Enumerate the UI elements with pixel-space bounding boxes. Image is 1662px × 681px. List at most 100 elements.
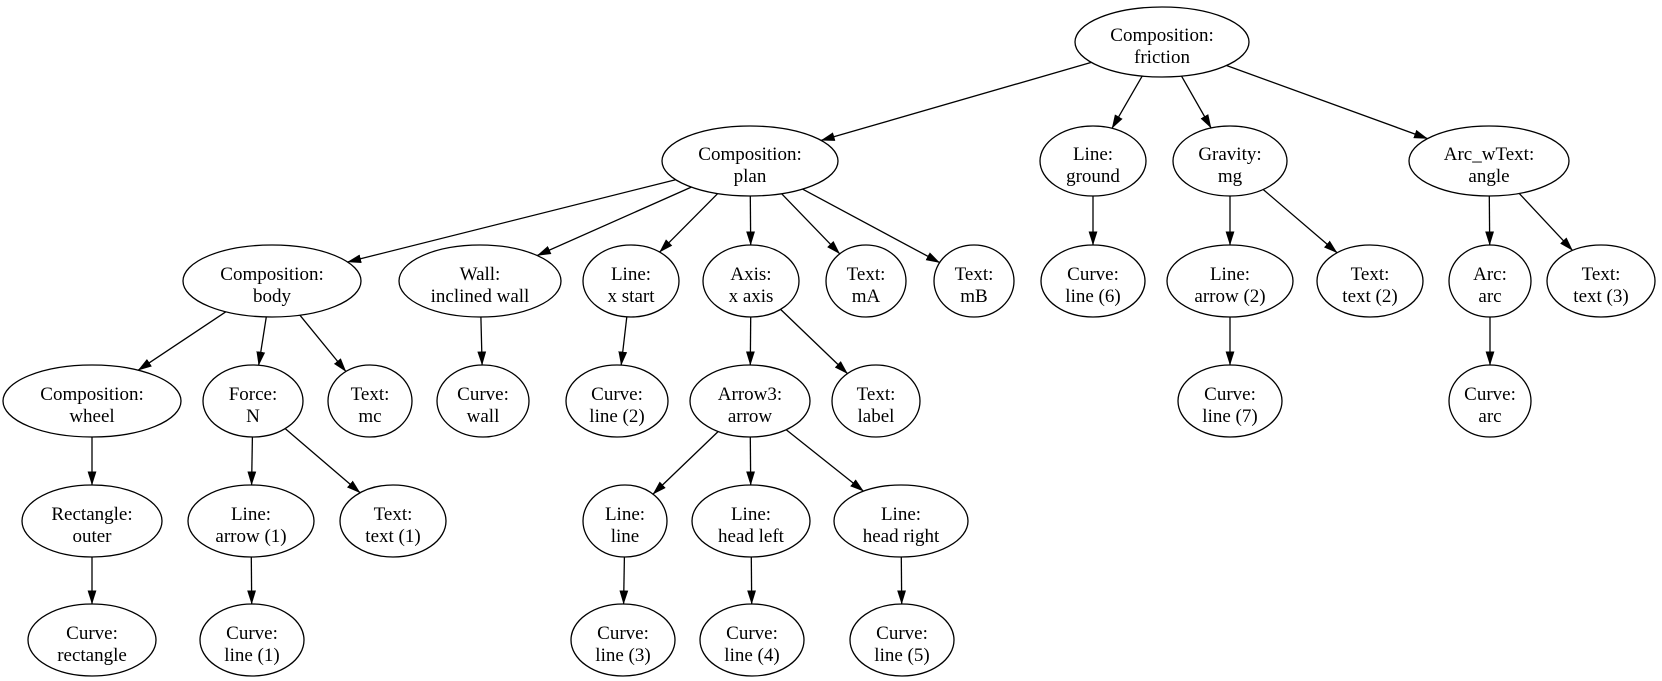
node-line-arrow-2: Line:arrow (2) [1166, 244, 1294, 318]
node-ellipse [702, 244, 800, 318]
edge-force-N-to-line-arrow-1 [247, 436, 257, 486]
node-label: Curve:wall [457, 384, 509, 427]
node-label: Arc:arc [1473, 264, 1507, 307]
node-ellipse [1448, 244, 1532, 318]
node-label: Composition:body [220, 264, 323, 307]
node-label: Line:head left [718, 504, 785, 547]
node-label: Text:text (2) [1342, 264, 1397, 307]
node-text-text-1: Text:text (1) [339, 484, 447, 558]
node-text-text-2: Text:text (2) [1316, 244, 1424, 318]
node-ellipse [691, 484, 811, 558]
edge-friction-to-ground [1111, 75, 1143, 129]
node-wall: Wall:inclined wall [398, 244, 562, 318]
node-ellipse [398, 244, 562, 318]
node-layer: Composition:frictionComposition:planLine… [2, 6, 1656, 677]
node-label: Composition:plan [698, 144, 801, 187]
node-ellipse [1546, 244, 1656, 318]
edge-angle-to-text-text-3 [1518, 192, 1573, 251]
node-gravity-mg: Gravity:mg [1172, 125, 1288, 197]
node-label: Curve:line (2) [589, 384, 644, 427]
node-label: Text:label [857, 384, 896, 427]
node-curve-line-1: Curve:line (1) [199, 603, 305, 677]
edge-x-axis-to-text-label [780, 308, 848, 375]
edge-friction-to-plan [820, 61, 1092, 142]
node-ellipse [1074, 6, 1250, 78]
edge-gravity-mg-to-text-text-2 [1262, 189, 1338, 254]
node-curve-line-5: Curve:line (5) [849, 603, 955, 677]
node-ellipse [570, 603, 676, 677]
node-ellipse [565, 364, 669, 438]
node-ellipse [849, 603, 955, 677]
node-ellipse [831, 364, 921, 438]
node-label: Text:text (3) [1573, 264, 1628, 307]
node-curve-line-6: Curve:line (6) [1040, 244, 1146, 318]
node-ellipse [202, 364, 304, 438]
edge-plan-to-text-mA [781, 193, 841, 255]
node-label: Curve:line (5) [874, 623, 929, 666]
edge-force-N-to-text-text-1 [284, 428, 361, 494]
node-text-mc: Text:mc [327, 364, 413, 438]
node-curve-line-4: Curve:line (4) [699, 603, 805, 677]
node-line-line: Line:line [582, 484, 668, 558]
node-label: Arc_wText:angle [1444, 144, 1534, 187]
node-label: Line:arrow (2) [1194, 264, 1265, 307]
node-label: Force:N [229, 384, 278, 427]
node-arc-arc: Arc:arc [1448, 244, 1532, 318]
node-label: Curve:line (4) [724, 623, 779, 666]
node-line-arrow-1: Line:arrow (1) [187, 484, 315, 558]
node-ellipse [1172, 125, 1288, 197]
node-ellipse [2, 364, 182, 438]
node-x-axis: Axis:x axis [702, 244, 800, 318]
node-label: Rectangle:outer [51, 504, 132, 547]
node-label: Curve:line (6) [1065, 264, 1120, 307]
node-ellipse [27, 603, 157, 677]
node-ellipse [182, 244, 362, 318]
node-ellipse [582, 484, 668, 558]
node-curve-rectangle: Curve:rectangle [27, 603, 157, 677]
node-ellipse [436, 364, 530, 438]
node-label: Text:mc [351, 384, 390, 427]
node-friction: Composition:friction [1074, 6, 1250, 78]
node-ellipse [699, 603, 805, 677]
node-label: Axis:x axis [729, 264, 774, 307]
edge-friction-to-angle [1226, 64, 1428, 140]
edge-body-to-wheel [137, 311, 227, 371]
edge-plan-to-text-mB [802, 188, 941, 264]
node-ellipse [21, 484, 163, 558]
node-label: Curve:line (7) [1202, 384, 1257, 427]
node-ellipse [582, 244, 680, 318]
node-label: Line:arrow (1) [215, 504, 286, 547]
node-ellipse [187, 484, 315, 558]
node-curve-line-2: Curve:line (2) [565, 364, 669, 438]
node-curve-wall: Curve:wall [436, 364, 530, 438]
node-ellipse [1039, 125, 1147, 197]
node-ellipse [825, 244, 907, 318]
edge-wall-to-curve-wall [477, 316, 487, 366]
edge-line-line-to-curve-line-3 [619, 556, 629, 605]
node-plan: Composition:plan [661, 125, 839, 197]
edge-body-to-text-mc [299, 314, 347, 372]
edge-arrow3-to-line-head-right [785, 429, 864, 492]
node-ellipse [661, 125, 839, 197]
node-body: Composition:body [182, 244, 362, 318]
edge-layer [87, 61, 1573, 605]
node-label: Line:head right [863, 504, 940, 547]
node-ellipse [689, 364, 811, 438]
node-text-mA: Text:mA [825, 244, 907, 318]
node-label: Curve:rectangle [57, 623, 127, 666]
node-label: Text:mB [955, 264, 994, 307]
node-curve-line-7: Curve:line (7) [1177, 364, 1283, 438]
node-label: Text:text (1) [365, 504, 420, 547]
node-label: Line:x start [608, 264, 656, 307]
node-ellipse [933, 244, 1015, 318]
node-force-N: Force:N [202, 364, 304, 438]
node-curve-arc: Curve:arc [1448, 364, 1532, 438]
node-ellipse [833, 484, 969, 558]
edge-arrow3-to-line-line [652, 431, 719, 495]
node-line-head-left: Line:head left [691, 484, 811, 558]
node-angle: Arc_wText:angle [1408, 125, 1570, 197]
node-ground: Line:ground [1039, 125, 1147, 197]
node-ellipse [327, 364, 413, 438]
node-line-head-right: Line:head right [833, 484, 969, 558]
